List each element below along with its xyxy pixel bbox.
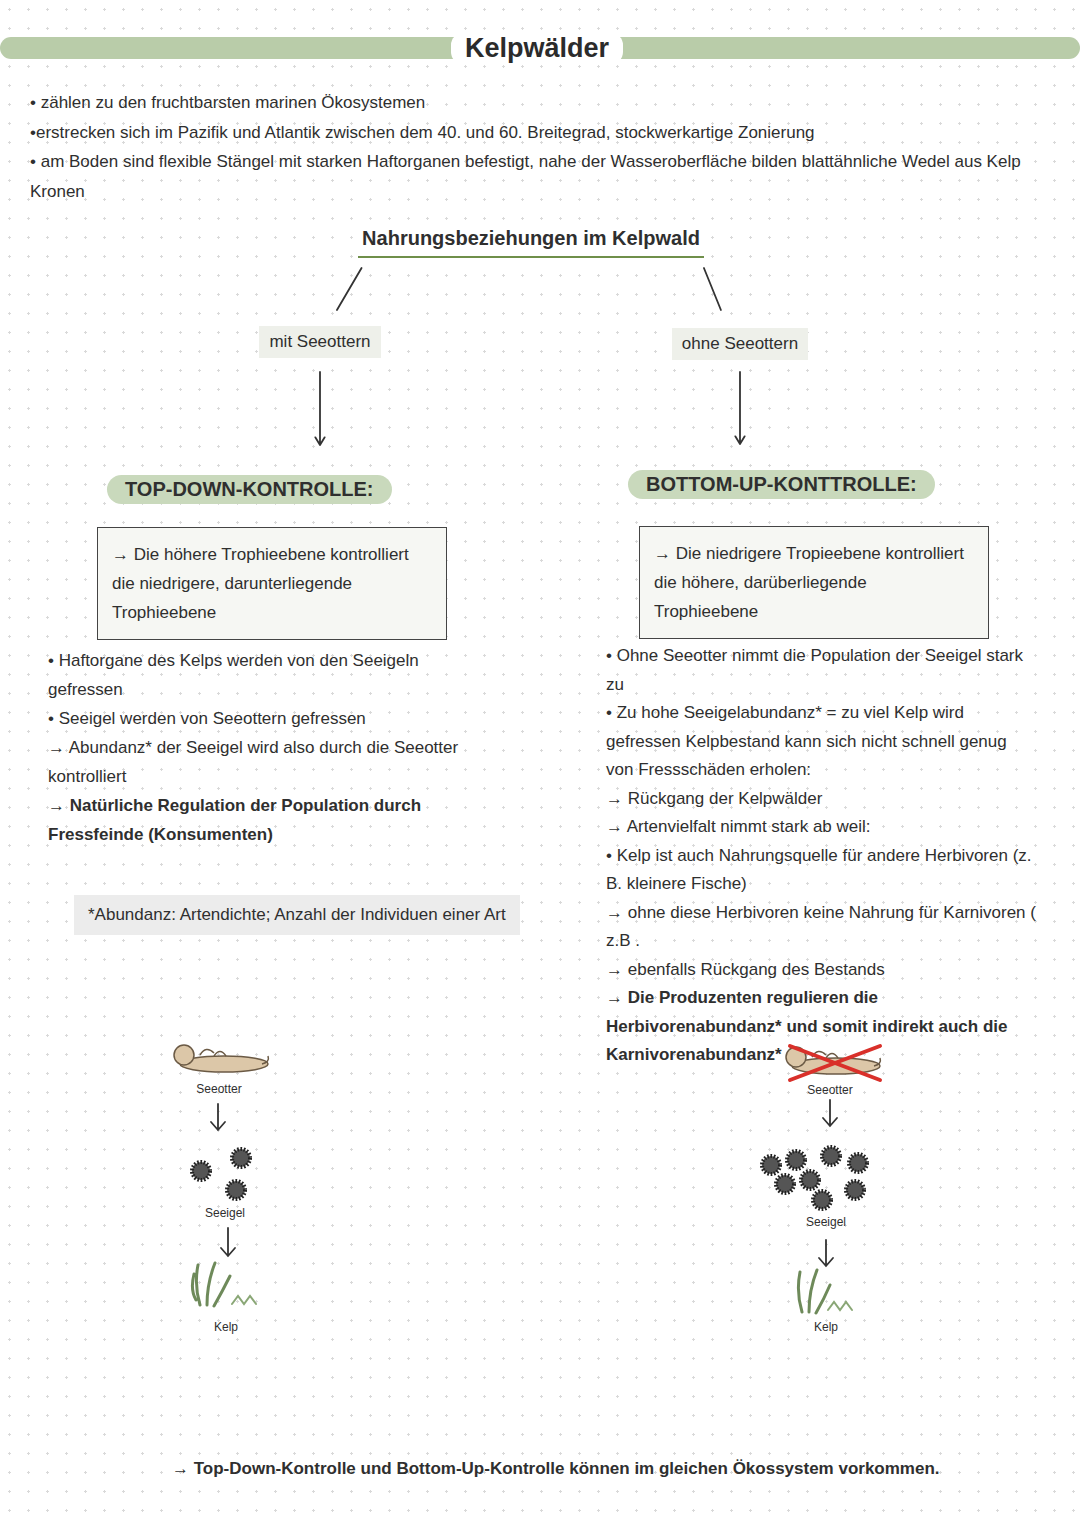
note-text: • Haftorgane des Kelps werden von den Se… (48, 646, 498, 704)
figure-label: Seeotter (196, 1082, 241, 1096)
note-text: → Rückgang der Kelpwälder (606, 785, 1036, 814)
note-text: • am Boden sind flexible Stängel mit sta… (30, 147, 1070, 206)
note-text: •erstrecken sich im Pazifik und Atlantik… (30, 118, 1070, 148)
note-text: • Kelp ist auch Nahrungsquelle für ander… (606, 842, 1036, 899)
node-text: *Abundanz: Artendichte; Anzahl der Indiv… (88, 905, 506, 925)
node-text: BOTTOM-UP-KONTTROLLE: (646, 473, 917, 496)
figure-label: Seeigel (205, 1206, 245, 1220)
node-text: ohne Seeottern (682, 334, 798, 354)
text-column: • Haftorgane des Kelps werden von den Se… (48, 646, 498, 849)
text-column: • Ohne Seeotter nimmt die Population der… (606, 642, 1036, 1070)
note-text: • Ohne Seeotter nimmt die Population der… (606, 642, 1036, 699)
concept-pill: TOP-DOWN-KONTROLLE: (107, 475, 392, 504)
note-text: → Abundanz* der Seeigel wird also durch … (48, 733, 498, 791)
text-column: • zählen zu den fruchtbarsten marinen Ök… (30, 88, 1070, 206)
note-text: → ohne diese Herbivoren keine Nahrung fü… (606, 899, 1036, 956)
figure-label: Kelp (814, 1320, 838, 1334)
kelp (192, 1263, 852, 1313)
node-text: → Die niedrigere Tropieebene kontrollier… (654, 539, 974, 626)
sea-urchin (192, 1147, 867, 1209)
concept-pill: BOTTOM-UP-KONTTROLLE: (628, 470, 935, 499)
definition-box: → Die niedrigere Tropieebene kontrollier… (639, 526, 989, 639)
note-text: • Seeigel werden von Seeottern gefressen (48, 704, 498, 733)
page-title: Kelpwälder (451, 33, 623, 64)
figure-label: Kelp (214, 1320, 238, 1334)
connector (315, 372, 324, 445)
note-text: → Artenvielfalt nimmt stark ab weil: (606, 813, 1036, 842)
case-tag: ohne Seeottern (672, 328, 808, 360)
definition-box: → Die höhere Trophieebene kontrolliert d… (97, 527, 447, 640)
note-text: → Die Produzenten regulieren die Herbivo… (606, 984, 1036, 1070)
note-text: → ebenfalls Rückgang des Bestands (606, 956, 1036, 985)
node-text: mit Seeottern (269, 332, 370, 352)
node-text: → Die höhere Trophieebene kontrolliert d… (112, 540, 432, 627)
conclusion-text: → Top-Down-Kontrolle und Bottom-Up-Kontr… (172, 1459, 940, 1479)
note-text: → Natürliche Regulation der Population d… (48, 791, 498, 849)
chain-arrow (211, 1100, 837, 1266)
figure-label: Seeigel (806, 1215, 846, 1229)
connector (704, 268, 721, 310)
cross-mark (790, 1046, 880, 1080)
figure-label: Seeotter (807, 1083, 852, 1097)
node-text: TOP-DOWN-KONTROLLE: (125, 478, 374, 501)
note-text: • zählen zu den fruchtbarsten marinen Ök… (30, 88, 1070, 118)
footnote-box: *Abundanz: Artendichte; Anzahl der Indiv… (74, 895, 520, 935)
note-text: • Zu hohe Seeigelabundanz* = zu viel Kel… (606, 699, 1036, 785)
case-tag: mit Seeottern (259, 326, 380, 358)
node-text: Nahrungsbeziehungen im Kelpwald (362, 227, 700, 250)
connector (735, 372, 744, 444)
sea-otter (174, 1045, 268, 1072)
connector (337, 268, 362, 310)
section-heading: Nahrungsbeziehungen im Kelpwald (358, 227, 704, 258)
